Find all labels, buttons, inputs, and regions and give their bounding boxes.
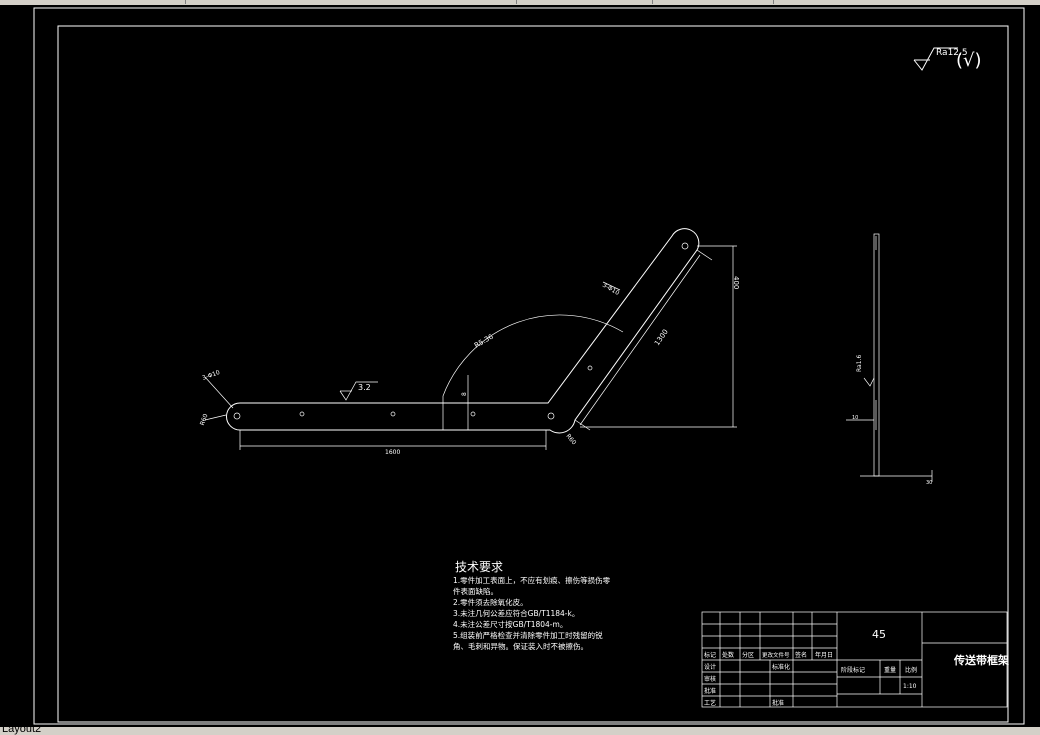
tb-header-label: 年月日 bbox=[815, 651, 833, 659]
title-block: 标记 处数 分区 更改文件号 签名 年月日 设计 标准化 审核 批准 工艺 批准… bbox=[701, 611, 1009, 708]
tech-line: 1.零件加工表面上，不应有划痕、擦伤等损伤零 bbox=[453, 575, 611, 585]
tb-role-label: 审核 bbox=[704, 675, 716, 683]
tech-title: 技术要求 bbox=[455, 560, 503, 574]
cad-drawing: Ra12.5 (√) R5.36 8 1300 3-Φ10 400 bbox=[33, 7, 1025, 725]
length-dimension: 1600 bbox=[239, 430, 547, 456]
roughness-symbol: Ra12.5 (√) bbox=[913, 47, 982, 71]
tb-scale-value: 1:10 bbox=[903, 683, 917, 690]
sheet-outer-frame bbox=[33, 7, 1025, 725]
tb-header-label: 处数 bbox=[722, 651, 734, 659]
inclined-length: 1300 bbox=[653, 328, 670, 347]
tb-role-label: 设计 bbox=[704, 663, 716, 671]
roughness-suffix: (√) bbox=[956, 50, 982, 71]
tech-line: 件表面缺陷。 bbox=[453, 586, 498, 596]
height-dimension: 400 bbox=[580, 245, 740, 428]
tb-scale-label: 比例 bbox=[905, 666, 917, 674]
end-radius: R60 bbox=[199, 413, 210, 427]
tb-header-label: 分区 bbox=[742, 651, 754, 659]
tb-role-label: 批准 bbox=[704, 687, 716, 695]
toolbar-segment[interactable] bbox=[0, 0, 186, 4]
sheet-inner-frame bbox=[57, 25, 1009, 723]
hole bbox=[233, 412, 241, 420]
tech-line: 4.未注公差尺寸按GB/T1804-m。 bbox=[453, 619, 567, 629]
toolbar-segment[interactable] bbox=[653, 0, 774, 4]
hole bbox=[587, 365, 593, 371]
tech-line: 5.组装前严格检查并清除零件加工时残留的锐 bbox=[453, 630, 603, 640]
side-width: 30 bbox=[926, 480, 932, 486]
toolbar-segment[interactable] bbox=[186, 0, 517, 4]
small-dim-label: 8 bbox=[461, 392, 468, 396]
surface-finish-value: 3.2 bbox=[358, 383, 371, 392]
tb-standardization: 标准化 bbox=[772, 663, 790, 671]
toolbar-strip bbox=[0, 0, 1040, 5]
tb-role-label: 工艺 bbox=[704, 699, 716, 707]
layout-tab[interactable]: Layout2 bbox=[2, 727, 42, 735]
toolbar-segment[interactable] bbox=[517, 0, 653, 4]
hole-callout-right: 3-Φ10 bbox=[601, 282, 621, 297]
main-part-outline bbox=[226, 228, 700, 434]
drawing-canvas[interactable]: Ra12.5 (√) R5.36 8 1300 3-Φ10 400 bbox=[0, 5, 1040, 727]
tb-header-label: 签名 bbox=[795, 651, 807, 659]
hole bbox=[470, 411, 476, 417]
tech-line: 2.零件须去除氧化皮。 bbox=[453, 597, 528, 607]
tb-header-label: 标记 bbox=[704, 651, 716, 659]
length-label: 1600 bbox=[385, 449, 400, 456]
side-roughness: Ra1.6 bbox=[856, 355, 863, 372]
left-callouts: 3-Φ10 R60 R60 bbox=[199, 369, 578, 447]
hole bbox=[547, 412, 555, 420]
angle-dimension: R5.36 8 bbox=[442, 314, 624, 430]
side-thickness: 10 bbox=[852, 415, 858, 421]
hole bbox=[681, 242, 689, 250]
tb-stage-label: 阶段标记 bbox=[841, 666, 865, 674]
tb-material: 45 bbox=[872, 628, 886, 641]
tech-line: 3.未注几何公差应符合GB/T1184-k。 bbox=[453, 608, 579, 618]
tech-requirements: 技术要求 1.零件加工表面上，不应有划痕、擦伤等损伤零 件表面缺陷。 2.零件须… bbox=[453, 560, 611, 651]
tb-approve: 批准 bbox=[772, 699, 784, 707]
hole bbox=[299, 411, 305, 417]
roughness-value: Ra12.5 bbox=[936, 48, 968, 58]
tb-weight-label: 重量 bbox=[884, 666, 896, 674]
surface-finish-mark: 3.2 bbox=[339, 381, 378, 401]
arc-dim-label: R5.36 bbox=[473, 332, 495, 349]
height-label: 400 bbox=[732, 276, 740, 289]
bottom-right-dim: R60 bbox=[564, 433, 577, 447]
inclined-dimension: 1300 3-Φ10 bbox=[574, 249, 713, 431]
hole-callout-left: 3-Φ10 bbox=[201, 369, 221, 382]
tech-line: 角、毛刺和异物。保证装入时不被擦伤。 bbox=[453, 641, 588, 651]
layout-tab-bar: Layout2 bbox=[0, 727, 1040, 735]
side-view: 30 10 Ra1.6 bbox=[846, 233, 932, 486]
tb-header-label: 更改文件号 bbox=[762, 651, 790, 659]
tb-part-name: 传送带框架 bbox=[953, 653, 1009, 667]
hole bbox=[390, 411, 396, 417]
